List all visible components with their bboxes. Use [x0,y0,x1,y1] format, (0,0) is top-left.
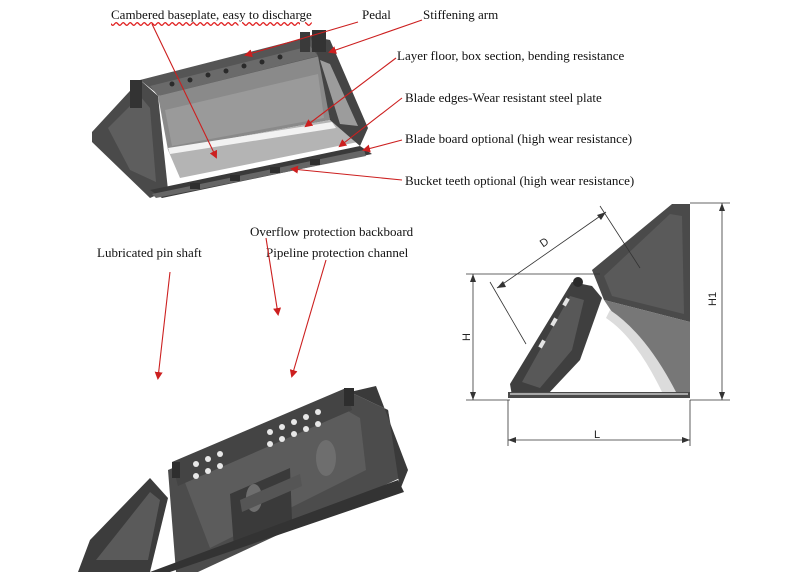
arrow-pedal [244,21,359,58]
dimension-lines [466,202,730,446]
dimension-label-l: L [594,429,600,441]
arrow-bucket-teeth [290,165,403,181]
label-bucket-teeth: Bucket teeth optional (high wear resista… [405,173,635,188]
label-stiffening-arm: Stiffening arm [423,7,499,22]
arrow-overflow-backboard [265,237,282,316]
label-cambered-baseplate: Cambered baseplate, easy to discharge [111,7,312,23]
label-cambered-baseplate-text: Cambered baseplate, easy to discharge [111,7,312,22]
arrow-layer-floor [304,57,397,128]
label-blade-edges: Blade edges-Wear resistant steel plate [405,90,602,105]
label-pedal: Pedal [362,7,391,22]
dimension-label-h: H [461,333,473,341]
bucket-rear-body [78,386,408,572]
arrow-pipeline-channel [289,259,327,378]
arrow-lubricated-pin [154,271,171,380]
label-blade-board: Blade board optional (high wear resistan… [405,131,633,146]
label-layer-floor: Layer floor, box section, bending resist… [397,48,625,63]
side-profile [508,204,690,398]
label-overflow-backboard: Overflow protection backboard [250,224,414,239]
label-lubricated-pin: Lubricated pin shaft [97,245,202,260]
dimension-arrowheads [470,203,725,443]
dimension-label-h1: H1 [707,292,719,306]
arrow-stiffening-arm [328,19,423,54]
arrow-blade-edges [338,97,403,148]
arrow-blade-board [362,139,403,153]
arrow-cambered-baseplate [151,23,218,159]
label-pipeline-channel: Pipeline protection channel [266,245,409,260]
